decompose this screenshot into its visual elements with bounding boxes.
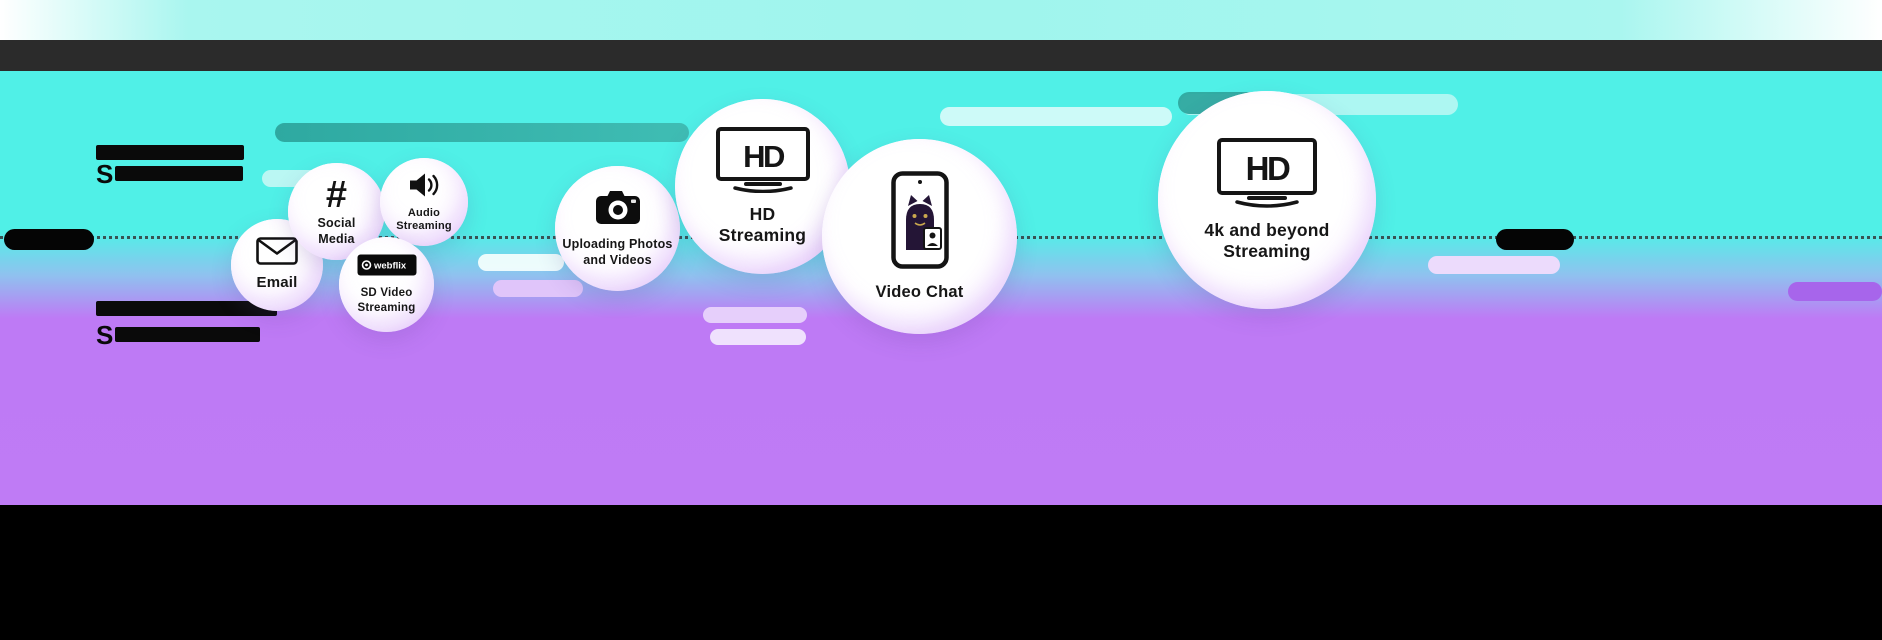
bubble-label: Video Chat [875, 282, 964, 301]
footer-bar [0, 505, 1882, 640]
bubble-video-chat: Video Chat [822, 139, 1017, 334]
redacted-heading-line [115, 166, 243, 181]
bubble-sd-video-streaming: webflix SD Video Streaming [339, 237, 434, 332]
speaker-icon [408, 171, 440, 204]
svg-text:HD: HD [743, 139, 785, 174]
decor-pill [703, 307, 807, 323]
redacted-heading-line [115, 327, 260, 342]
top-strip [0, 0, 1882, 40]
bubble-label: 4k and beyond Streaming [1204, 219, 1330, 261]
heading-prefix: S [96, 320, 114, 350]
video-chat-phone-icon [890, 171, 949, 274]
svg-text:HD: HD [1246, 150, 1290, 187]
heading-prefix: S [96, 159, 114, 189]
decor-pill [275, 123, 689, 142]
webflix-badge-icon: webflix [357, 254, 417, 281]
redacted-speed-label [4, 229, 94, 250]
bubble-4k-streaming: HD 4k and beyond Streaming [1158, 91, 1376, 309]
redacted-heading-line [96, 145, 244, 160]
svg-text:webflix: webflix [373, 261, 407, 272]
decor-pill [478, 254, 564, 271]
decor-pill [1788, 282, 1882, 301]
bubble-label: HD Streaming [718, 203, 807, 245]
bubble-label: Audio Streaming [396, 206, 452, 232]
redacted-heading-line [96, 301, 277, 316]
bubble-label: Uploading Photos and Videos [562, 237, 673, 267]
header-bar [0, 40, 1882, 71]
bubble-uploading-photos: Uploading Photos and Videos [555, 166, 680, 291]
bubble-hd-streaming: HD HD Streaming [675, 99, 850, 274]
bubble-audio-streaming: Audio Streaming [380, 158, 468, 246]
hashtag-icon: # [325, 174, 348, 217]
hd-tv-icon: HD [715, 126, 810, 198]
redacted-speed-label [1496, 229, 1574, 250]
bubble-label: SD Video Streaming [357, 287, 416, 314]
decor-pill [710, 329, 806, 345]
bubble-email: Email [231, 219, 323, 311]
decor-pill [1428, 256, 1560, 274]
bubble-label: Social Media [317, 216, 356, 246]
bubble-label: Email [256, 274, 298, 292]
decor-pill [940, 107, 1172, 126]
hd-tv-icon: HD [1217, 137, 1317, 213]
camera-icon [594, 189, 642, 232]
decor-pill [493, 280, 583, 297]
envelope-icon [256, 237, 298, 270]
